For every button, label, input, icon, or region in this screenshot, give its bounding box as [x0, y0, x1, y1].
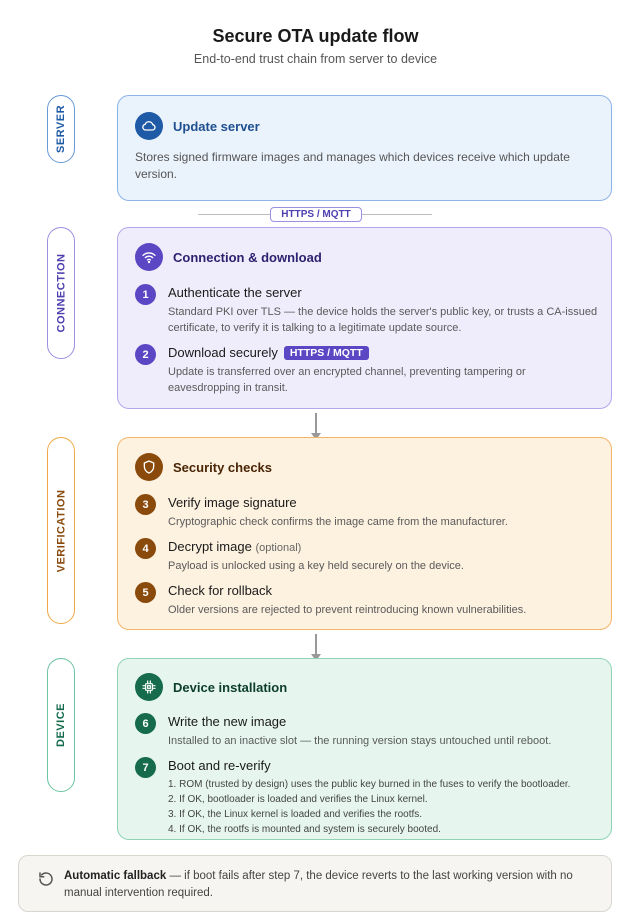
fallback-title: Automatic fallback [64, 870, 167, 882]
device-card-header: Device installation [135, 673, 287, 701]
list-item: 3. If OK, the Linux kernel is loaded and… [168, 809, 423, 820]
step-title: Download securely [168, 345, 278, 360]
step-description: Installed to an inactive slot — the runn… [168, 735, 552, 747]
page-subtitle: End-to-end trust chain from server to de… [193, 52, 438, 66]
device-card-title: Device installation [173, 679, 288, 695]
step-number: 6 [135, 713, 156, 734]
connection-card: Connection & download 1 Authenticate the… [117, 227, 612, 409]
verification-card-title: Security checks [173, 459, 273, 475]
protocol-badge: HTTPS / MQTT [283, 346, 369, 360]
connection-card-header: Connection & download [135, 243, 322, 271]
boot-chain-list: 1. ROM (trusted by design) uses the publ… [168, 777, 608, 837]
list-item: 4. If OK, the rootfs is mounted and syst… [168, 824, 441, 835]
device-card: Device installation 6 Write the new imag… [117, 658, 612, 840]
verification-card-header: Security checks [135, 453, 272, 481]
flow-arrow [315, 634, 317, 654]
step-number: 1 [135, 284, 156, 305]
lane-label-connection: CONNECTION [55, 253, 68, 333]
list-item: 2. If OK, bootloader is loaded and verif… [168, 794, 428, 805]
lane-tab-server: SERVER [47, 95, 75, 163]
lane-label-server: SERVER [55, 104, 68, 154]
step-number: 2 [135, 344, 156, 365]
step-description: Cryptographic check confirms the image c… [168, 516, 508, 528]
step-number: 5 [135, 582, 156, 603]
shield-icon [135, 453, 163, 481]
step-description: Payload is unlocked using a key held sec… [168, 560, 464, 572]
lane-tab-device: DEVICE [47, 658, 75, 792]
step-title-row: Download securely HTTPS / MQTT [168, 345, 369, 360]
step-title: Boot and re-verify [168, 758, 271, 773]
server-card-title: Update server [173, 118, 260, 134]
server-card-description: Stores signed firmware images and manage… [135, 150, 570, 181]
step-description: Older versions are rejected to prevent r… [168, 604, 527, 616]
fallback-note: Automatic fallback — if boot fails after… [18, 855, 612, 912]
step-title: Verify image signature [168, 495, 297, 510]
page-title: Secure OTA update flow [212, 26, 419, 46]
lane-tab-connection: CONNECTION [47, 227, 75, 359]
fallback-description: — if boot fails after step 7, the device… [64, 870, 573, 899]
flow-arrowhead [311, 433, 321, 440]
step-number: 4 [135, 538, 156, 559]
step-number: 3 [135, 494, 156, 515]
cloud-icon [135, 112, 163, 140]
list-item: 1. ROM (trusted by design) uses the publ… [168, 779, 571, 790]
undo-icon [37, 870, 55, 888]
flow-arrow [315, 413, 317, 433]
protocol-label: HTTPS / MQTT [270, 207, 362, 222]
chip-icon [135, 673, 163, 701]
step-description: Standard PKI over TLS — the device holds… [168, 306, 598, 334]
step-description: Update is transferred over an encrypted … [168, 366, 526, 394]
step-title: Check for rollback [168, 583, 273, 598]
lane-label-verification: VERIFICATION [55, 489, 68, 572]
fallback-text: Automatic fallback — if boot fails after… [64, 868, 599, 902]
connection-card-title: Connection & download [173, 249, 322, 265]
step-title: Write the new image [168, 714, 287, 729]
verification-card: Security checks 3 Verify image signature… [117, 437, 612, 630]
flow-arrowhead [311, 654, 321, 661]
step-title-row: Decrypt image (optional) [168, 539, 301, 554]
server-card-header: Update server [135, 112, 260, 140]
wifi-icon [135, 243, 163, 271]
step-title: Decrypt image [168, 539, 252, 554]
server-card: Update server Stores signed firmware ima… [117, 95, 612, 201]
optional-label: (optional) [255, 542, 302, 554]
step-number: 7 [135, 757, 156, 778]
lane-label-device: DEVICE [55, 703, 67, 747]
step-title: Authenticate the server [168, 285, 302, 300]
lane-tab-verification: VERIFICATION [47, 437, 75, 624]
